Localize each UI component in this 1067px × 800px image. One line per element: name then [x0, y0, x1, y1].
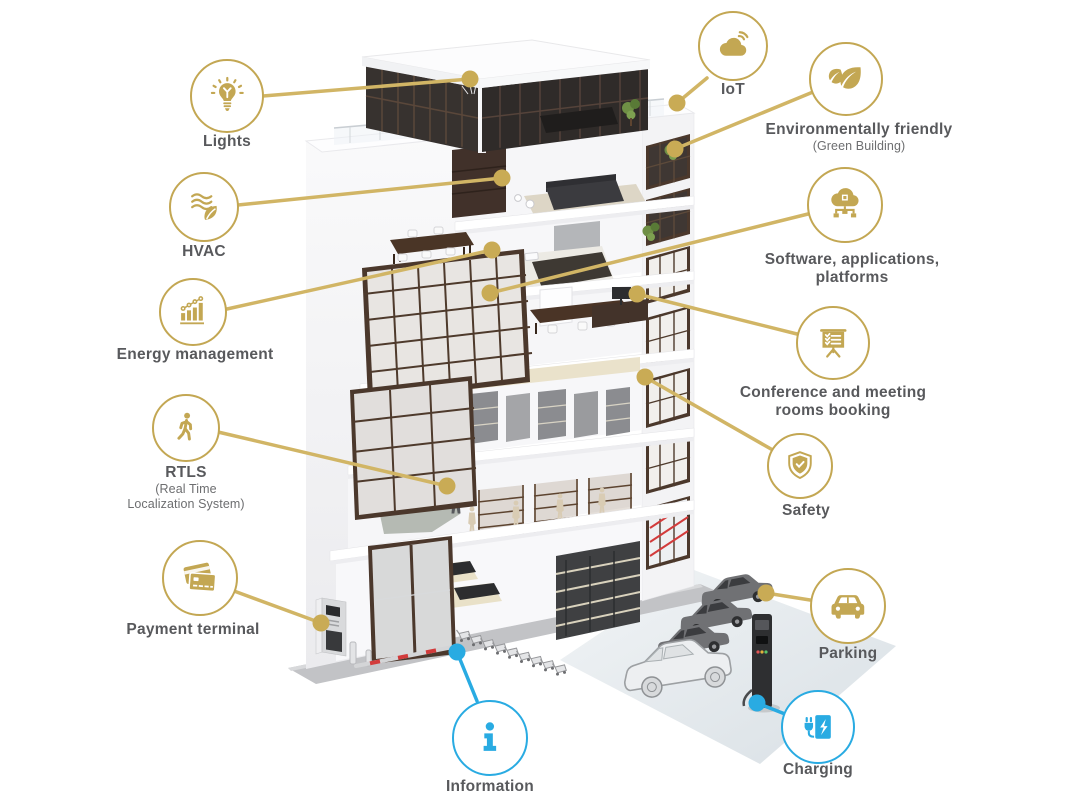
charging-station — [742, 614, 780, 713]
energy-chart-icon — [180, 296, 205, 325]
callout-sublabel: (Green Building) — [812, 139, 906, 154]
callout-label: Parking — [818, 645, 878, 662]
dot-software — [481, 284, 499, 302]
parking-circle — [810, 568, 886, 644]
dot-lights — [461, 70, 479, 88]
penthouse-glass — [365, 66, 649, 153]
callout-label: rooms booking — [775, 402, 891, 420]
callout-label: Conference and meeting — [739, 384, 927, 401]
conference-circle — [796, 306, 870, 380]
dot-information — [448, 643, 466, 661]
callout-label: Lights — [203, 133, 251, 150]
callout-label: Software, applications, — [764, 251, 940, 268]
rtls-circle — [152, 394, 220, 462]
dot-hvac — [493, 169, 511, 187]
line-energy — [225, 248, 494, 311]
payment-circle — [162, 540, 238, 616]
environment-circle — [809, 42, 883, 116]
dot-energy — [483, 241, 501, 259]
dot-charging — [748, 694, 766, 712]
callout-label: Information — [446, 778, 534, 795]
connector-lines — [216, 76, 815, 625]
terrace-plant — [622, 99, 640, 126]
dot-environment — [666, 140, 684, 158]
parking-barrier — [349, 641, 460, 668]
line-conference — [635, 292, 799, 336]
balcony-plant — [642, 222, 660, 241]
lightbulb-icon — [210, 76, 244, 111]
floor-grocery — [368, 536, 641, 677]
line-safety — [643, 375, 773, 451]
dot-payment — [312, 614, 330, 632]
monitor-desk — [592, 287, 648, 328]
dot-conference — [628, 285, 646, 303]
line-lights — [261, 77, 472, 98]
penthouse — [333, 39, 665, 153]
ev-charging-icon — [804, 714, 831, 739]
line-environment — [673, 90, 815, 151]
green-leaves-icon — [828, 66, 861, 89]
software-circle — [807, 167, 883, 243]
information-circle — [452, 700, 528, 776]
safety-circle — [767, 433, 833, 499]
floor-slab — [454, 195, 695, 235]
callout-label: Charging — [782, 761, 854, 778]
dot-safety — [636, 368, 654, 386]
callout-label: Energy management — [116, 346, 274, 363]
line-software — [488, 212, 810, 295]
callout-label: Safety — [781, 502, 831, 519]
lights-circle — [190, 59, 264, 133]
grocery-shelf — [555, 541, 641, 640]
floor-bedroom — [390, 221, 614, 292]
grid-window — [350, 376, 477, 520]
dot-parking — [757, 584, 775, 602]
callout-label: HVAC — [182, 243, 226, 260]
parking-area — [623, 569, 780, 713]
right-wall-window — [645, 432, 691, 494]
callout-label: IoT — [721, 81, 745, 98]
callout-sublabel: (Real Time — [155, 482, 217, 497]
line-rtls — [216, 430, 449, 488]
entrance-door — [368, 536, 456, 664]
callout-label: Payment terminal — [126, 621, 260, 638]
line-hvac — [236, 176, 504, 207]
car-icon — [831, 595, 865, 619]
callout-label: Environmentally friendly — [765, 121, 953, 138]
hvac-circle — [169, 172, 239, 242]
charging-circle — [781, 690, 855, 764]
iot-circle — [698, 11, 768, 81]
dot-rtls — [438, 477, 456, 495]
callout-sublabel: Localization System) — [127, 496, 245, 511]
cloud-platform-icon — [831, 188, 859, 218]
dot-iot — [668, 94, 686, 112]
ev-car — [623, 638, 732, 698]
credit-cards-icon — [183, 562, 217, 593]
walking-person-icon — [177, 413, 193, 441]
callout-label: RTLS — [165, 464, 207, 481]
iot-cloud-icon — [719, 31, 749, 56]
connector-dots — [312, 70, 775, 712]
callout-label: platforms — [815, 269, 889, 287]
hvac-airflow-leaf-icon — [190, 193, 217, 220]
energy-circle — [159, 278, 227, 346]
line-payment — [232, 589, 323, 625]
line-information — [455, 650, 479, 703]
shield-check-icon — [788, 451, 812, 480]
presentation-board-icon — [819, 328, 847, 358]
information-icon — [483, 722, 497, 752]
